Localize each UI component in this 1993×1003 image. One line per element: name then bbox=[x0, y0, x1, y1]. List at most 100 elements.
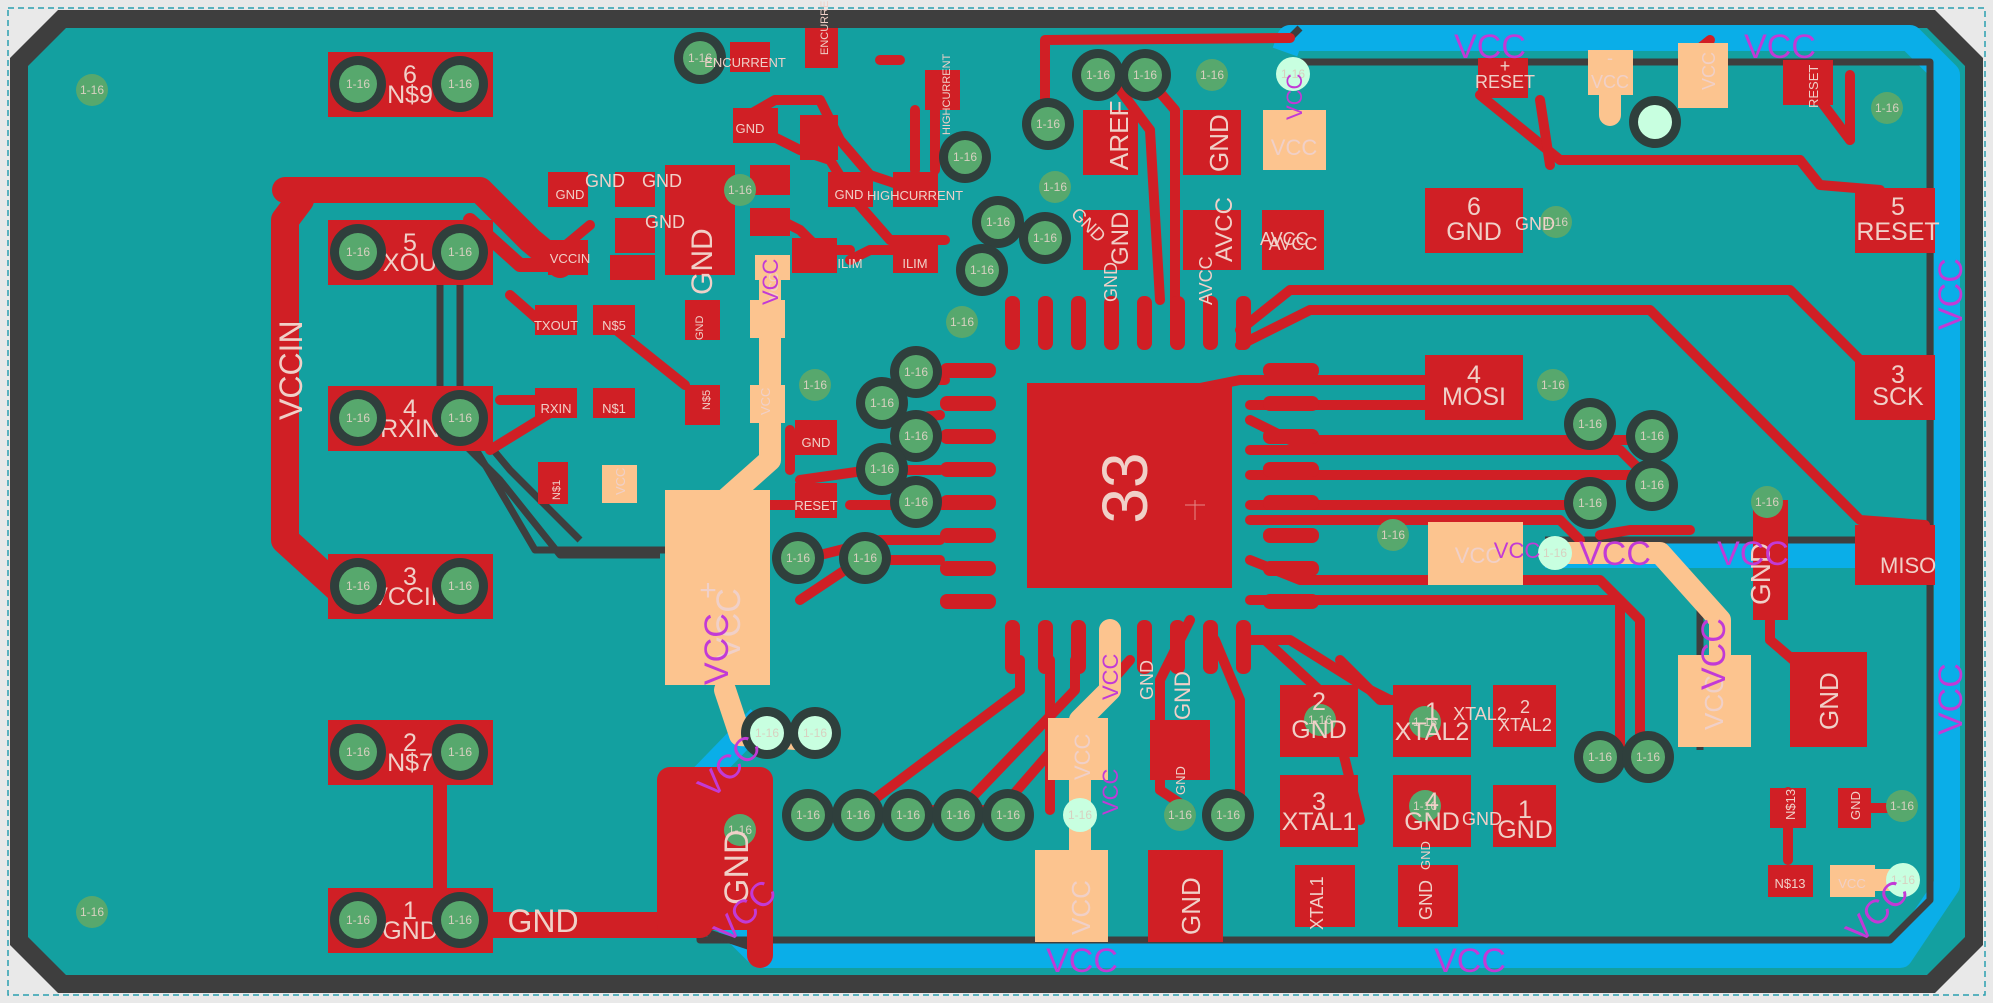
xtal2-pad-label: XTAL2 bbox=[1498, 715, 1552, 735]
vcc-net-pin: VCC bbox=[1098, 653, 1123, 700]
right-header-6-name: GND bbox=[1446, 218, 1502, 246]
right-header-3-number: 3 bbox=[1891, 361, 1905, 389]
avcc-label-c: AVCC bbox=[1260, 229, 1309, 249]
header-4-name: RXIN bbox=[380, 415, 440, 443]
highcurrent-label: HIGHCURRENT bbox=[867, 188, 963, 203]
via-number: 1-16 bbox=[1578, 417, 1602, 431]
xtal2-small-label: XTAL2 bbox=[1453, 704, 1507, 724]
gnd-label-c: GND bbox=[645, 212, 685, 232]
via-number: 1-16 bbox=[904, 429, 928, 443]
via-number: 1-16 bbox=[904, 365, 928, 379]
via-number: 1-16 bbox=[448, 411, 472, 425]
via-number: 1-16 bbox=[688, 51, 712, 65]
ilim-label-a: ILIM bbox=[837, 256, 862, 271]
miso-label: MISO bbox=[1880, 553, 1936, 578]
vcc-bottom-pad: VCC bbox=[1066, 880, 1096, 935]
via-number: 1-16 bbox=[853, 551, 877, 565]
gnd-vertical-right: GND bbox=[1745, 543, 1776, 605]
header-6-name: N$9 bbox=[387, 81, 433, 109]
via-number: 1-16 bbox=[986, 215, 1010, 229]
gnd-label-l: GND bbox=[1515, 214, 1555, 234]
vcc-pad-label: VCC bbox=[1271, 135, 1318, 160]
vcc-net-top-pad: VCC bbox=[1282, 73, 1307, 120]
via-number: 1-16 bbox=[803, 378, 827, 392]
aref-label: AREF bbox=[1104, 101, 1134, 170]
via-number: 1-16 bbox=[846, 808, 870, 822]
via-pad-group bbox=[76, 41, 1918, 939]
minus-sign: - bbox=[1607, 48, 1613, 68]
n5-small-label: N$5 bbox=[602, 318, 626, 333]
via-number: 1-16 bbox=[803, 726, 827, 740]
encurrent-vertical-label: ENCURRENT bbox=[819, 0, 831, 55]
pad-2-number: 2 bbox=[1312, 688, 1326, 716]
vcc-net-bottom-b: VCC bbox=[1434, 942, 1506, 980]
via-number: 1-16 bbox=[448, 245, 472, 259]
vcc-cap-label: VCC bbox=[1591, 72, 1629, 92]
gnd-vertical-bottom: GND bbox=[1416, 880, 1436, 920]
xtal1-vertical: XTAL1 bbox=[1307, 876, 1327, 930]
cap-plus: + bbox=[699, 574, 717, 607]
via-number: 1-16 bbox=[1413, 715, 1437, 729]
vcc-net-left-small: VCC bbox=[758, 258, 783, 305]
via-number: 1-16 bbox=[1544, 215, 1568, 229]
via-number: 1-16 bbox=[904, 495, 928, 509]
gnd-bottom-pad: GND bbox=[1176, 877, 1206, 935]
gnd-label-g: GND bbox=[802, 435, 831, 450]
via-number: 1-16 bbox=[796, 808, 820, 822]
avcc-label-b: AVCC bbox=[1269, 234, 1318, 254]
header-1-number: 1 bbox=[403, 897, 417, 925]
via-number: 1-16 bbox=[1068, 808, 1092, 822]
via-number: 1-16 bbox=[946, 808, 970, 822]
vcc-net-cap: VCC bbox=[698, 613, 736, 685]
n13-vertical-label: N$13 bbox=[1783, 789, 1798, 820]
header-6-number: 6 bbox=[403, 61, 417, 89]
via-number: 1-16 bbox=[448, 913, 472, 927]
reset-vertical-label: RESET bbox=[1806, 65, 1821, 108]
vcc-pad-vertical: VCC bbox=[1699, 52, 1719, 90]
vcc-small-vertical-c: VCC bbox=[613, 468, 628, 495]
via-number: 1-16 bbox=[950, 315, 974, 329]
encurrent-label: ENCURRENT bbox=[704, 55, 786, 70]
via-number: 1-16 bbox=[448, 579, 472, 593]
header-1-name: GND bbox=[382, 917, 438, 945]
header-2-name: N$7 bbox=[387, 749, 433, 777]
vccin-small-label: VCCIN bbox=[550, 251, 590, 266]
via-number: 1-16 bbox=[1413, 799, 1437, 813]
via-number: 1-16 bbox=[1043, 180, 1067, 194]
vcc-net-bottom-a: VCC bbox=[1046, 942, 1118, 980]
gnd-label-h: GND bbox=[1204, 114, 1234, 172]
via-number: 1-16 bbox=[1640, 478, 1664, 492]
chip-pins bbox=[940, 296, 1319, 674]
gnd-label-e: GND bbox=[736, 121, 765, 136]
vcc-net-top-a: VCC bbox=[1454, 28, 1526, 66]
header-4-number: 4 bbox=[403, 395, 417, 423]
via-number: 1-16 bbox=[346, 579, 370, 593]
rxin-small-label: RXIN bbox=[540, 401, 571, 416]
gnd-label-f: GND bbox=[835, 187, 864, 202]
via-number: 1-16 bbox=[786, 551, 810, 565]
vcc-pad-right-label: VCC bbox=[1455, 543, 1502, 568]
vcc-net-pad-right: VCC bbox=[1695, 618, 1733, 690]
via-number: 1-16 bbox=[1216, 808, 1240, 822]
gnd-right-pad-label: GND bbox=[1814, 672, 1844, 730]
vcc-net-mid-a: VCC bbox=[1579, 535, 1651, 573]
gnd-label-d: GND bbox=[556, 187, 585, 202]
right-header-4-number: 4 bbox=[1467, 361, 1481, 389]
right-header-5-number: 5 bbox=[1891, 193, 1905, 221]
vcc-net-right-b: VCC bbox=[1932, 663, 1970, 735]
via-number: 1-16 bbox=[1133, 68, 1157, 82]
via-number: 1-16 bbox=[1891, 873, 1915, 887]
via-number: 1-16 bbox=[80, 83, 104, 97]
highlight-vias bbox=[750, 57, 1920, 897]
via-number: 1-16 bbox=[970, 263, 994, 277]
via-number: 1-16 bbox=[448, 745, 472, 759]
via-number: 1-16 bbox=[996, 808, 1020, 822]
vcc-net-mid-b: VCC bbox=[1717, 535, 1789, 573]
via-number: 1-16 bbox=[896, 808, 920, 822]
via-number: 1-16 bbox=[1281, 67, 1305, 81]
gnd-chip-bottom: GND bbox=[1137, 660, 1157, 700]
pad-1-number: 1 bbox=[1518, 796, 1532, 824]
via-number: 1-16 bbox=[346, 913, 370, 927]
header-3-number: 3 bbox=[403, 563, 417, 591]
